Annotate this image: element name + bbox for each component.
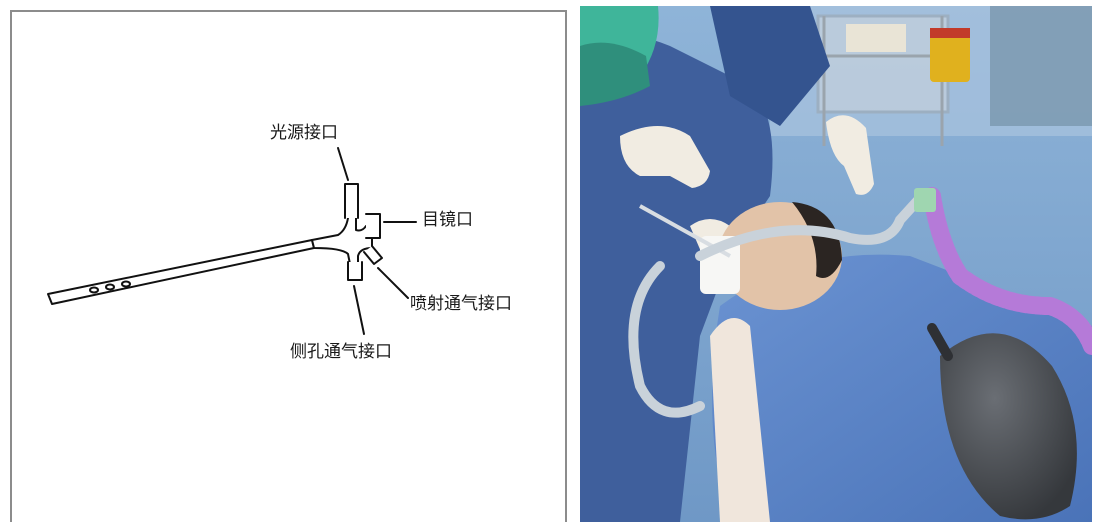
endoscope-drawing [12,12,569,524]
leader-light-source [338,148,348,180]
diagram-panel: 光源接口 目镜口 喷射通气接口 侧孔通气接口 [10,10,567,522]
scope-shaft [48,240,314,304]
label-side-hole-ventilation-port: 侧孔通气接口 [290,344,392,361]
label-jet-ventilation-port: 喷射通气接口 [410,296,512,313]
tube-connector [914,188,936,212]
leader-side-hole [354,286,364,334]
light-source-port [345,184,358,218]
label-eyepiece-port: 目镜口 [422,212,473,229]
scope-junction [312,216,372,264]
eyepiece-port [366,214,380,238]
side-hole-ventilation-port [348,262,362,280]
leader-jet-ventilation [378,268,408,298]
operating-room-photo [580,6,1092,522]
supply-box [846,24,906,52]
label-light-source-port: 光源接口 [270,125,338,142]
photo-illustration [580,6,1092,522]
